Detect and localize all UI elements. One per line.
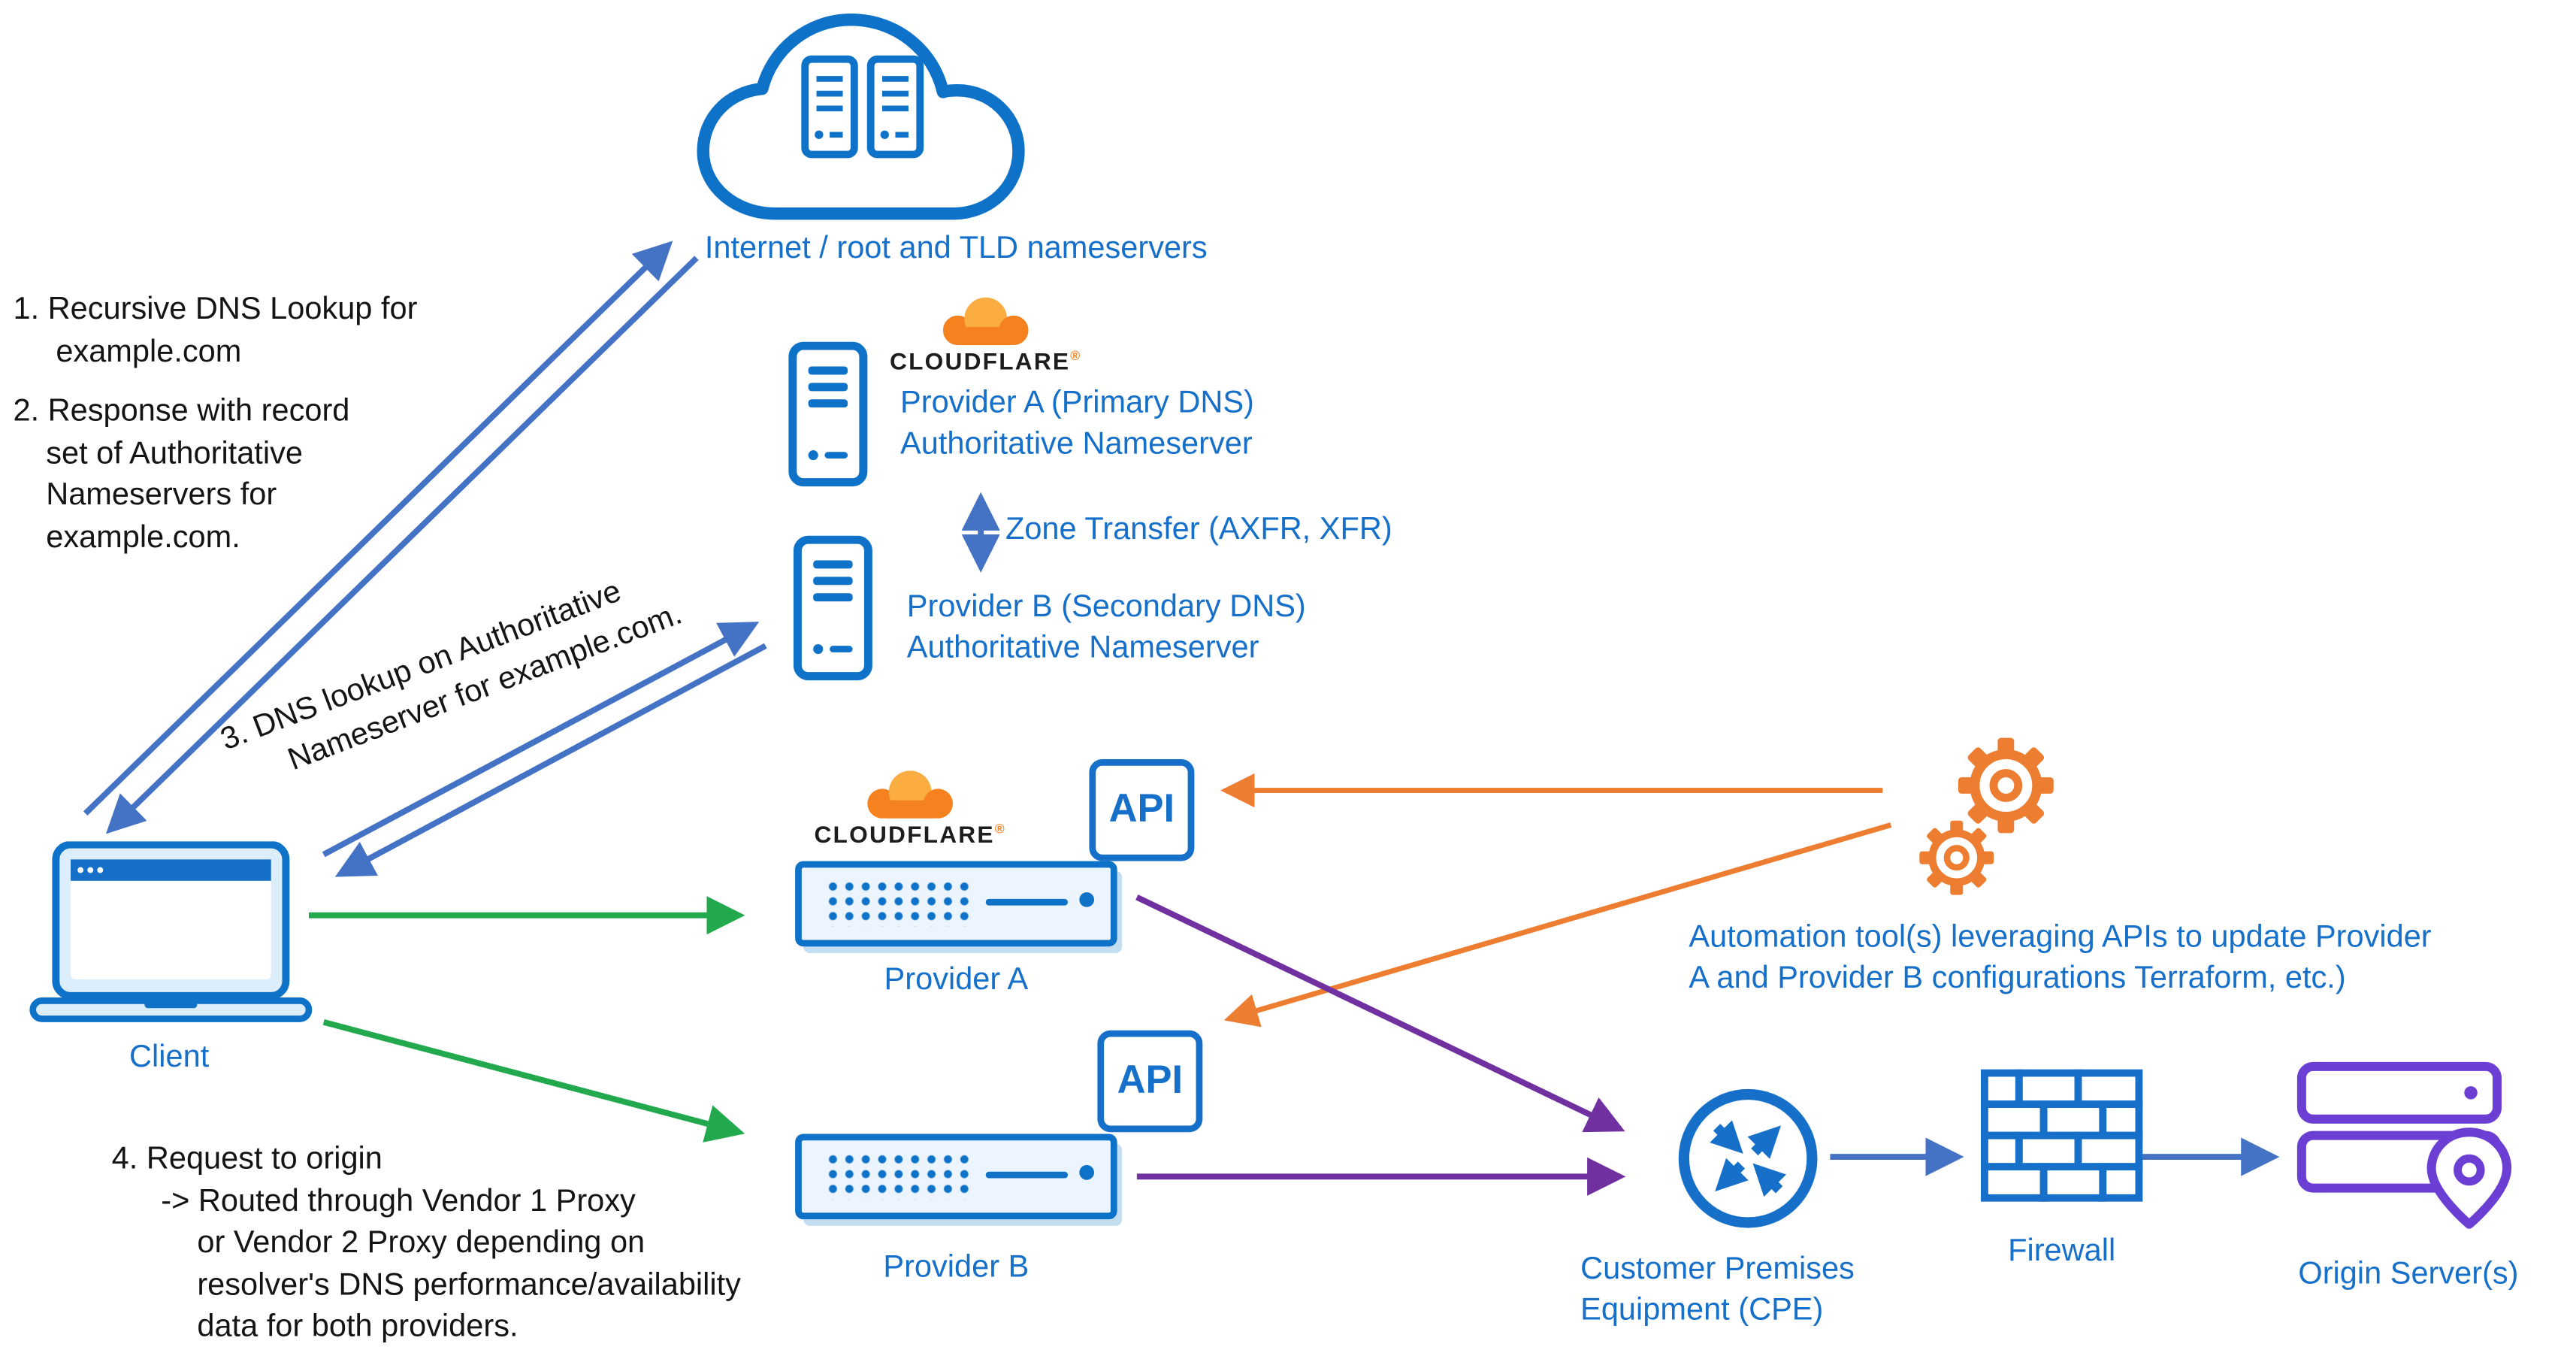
provider-b-nameserver-icon: [793, 535, 872, 681]
provider-a-ns-label: Provider A (Primary DNS) Authoritative N…: [900, 386, 1254, 462]
appliance-line: [985, 898, 1069, 905]
provider-a-proxy-icon: [795, 861, 1117, 947]
annotation-step2: 2. Response with record set of Authorita…: [13, 394, 350, 555]
annotation-step1: 1. Recursive DNS Lookup for example.com: [13, 292, 418, 369]
appliance-dots: [824, 1152, 969, 1200]
appliance-dots: [824, 879, 969, 928]
firewall-label: Firewall: [2008, 1233, 2116, 1269]
tld-nameserver-rack-icon: [866, 55, 924, 159]
arrow-client-to-authoritative-ns: [322, 622, 760, 858]
provider-b-ns-label: Provider B (Secondary DNS) Authoritative…: [906, 589, 1306, 666]
appliance-led: [1079, 892, 1095, 907]
provider-b-proxy-label: Provider B: [883, 1250, 1029, 1285]
provider-b-proxy-icon: [795, 1133, 1117, 1220]
annotation-step4: 4. Request to origin -> Routed through V…: [111, 1142, 741, 1345]
internet-label: Internet / root and TLD nameservers: [704, 232, 1208, 267]
origin-servers-icon: [2296, 1061, 2512, 1229]
cloudflare-wordmark: CLOUDFLARE®: [814, 822, 1006, 849]
cloudflare-cloud-icon: [867, 770, 953, 819]
arrow-internet-to-client: [105, 256, 699, 834]
cloudflare-cloud-icon: [942, 297, 1029, 346]
arrow-automation-to-api-b: [1223, 822, 1892, 1028]
arrow-client-to-internet: [83, 241, 673, 816]
provider-a-nameserver-icon: [788, 341, 868, 487]
cpe-icon: [1678, 1088, 1818, 1228]
arrow-client-to-provider-b-proxy: [322, 1019, 745, 1143]
appliance-led: [1079, 1165, 1095, 1180]
client-laptop-icon: [29, 841, 313, 1022]
root-nameserver-rack-icon: [801, 55, 858, 159]
automation-gears-icon: [1919, 737, 2054, 895]
location-pin-icon: [2426, 1127, 2512, 1229]
cloudflare-logo-ns: CLOUDFLARE®: [877, 296, 1094, 377]
api-box-provider-b: API: [1097, 1030, 1203, 1133]
api-box-provider-a: API: [1089, 759, 1195, 861]
internet-cloud-icon: [697, 14, 1025, 220]
arrow-authoritative-ns-to-client: [334, 643, 767, 877]
appliance-line: [985, 1171, 1069, 1178]
provider-a-proxy-label: Provider A: [884, 963, 1029, 998]
arrow-provider-a-to-cpe: [1135, 894, 1625, 1133]
client-label: Client: [129, 1040, 210, 1075]
origin-servers-label: Origin Server(s): [2298, 1257, 2519, 1292]
automation-label: Automation tool(s) leveraging APIs to up…: [1689, 920, 2432, 996]
cloudflare-wordmark: CLOUDFLARE®: [890, 348, 1082, 377]
cpe-label: Customer Premises Equipment (CPE): [1580, 1252, 1855, 1328]
zone-transfer-label: Zone Transfer (AXFR, XFR): [1005, 513, 1392, 548]
firewall-icon: [1981, 1069, 2143, 1202]
cloudflare-logo-proxy: CLOUDFLARE®: [802, 769, 1019, 849]
